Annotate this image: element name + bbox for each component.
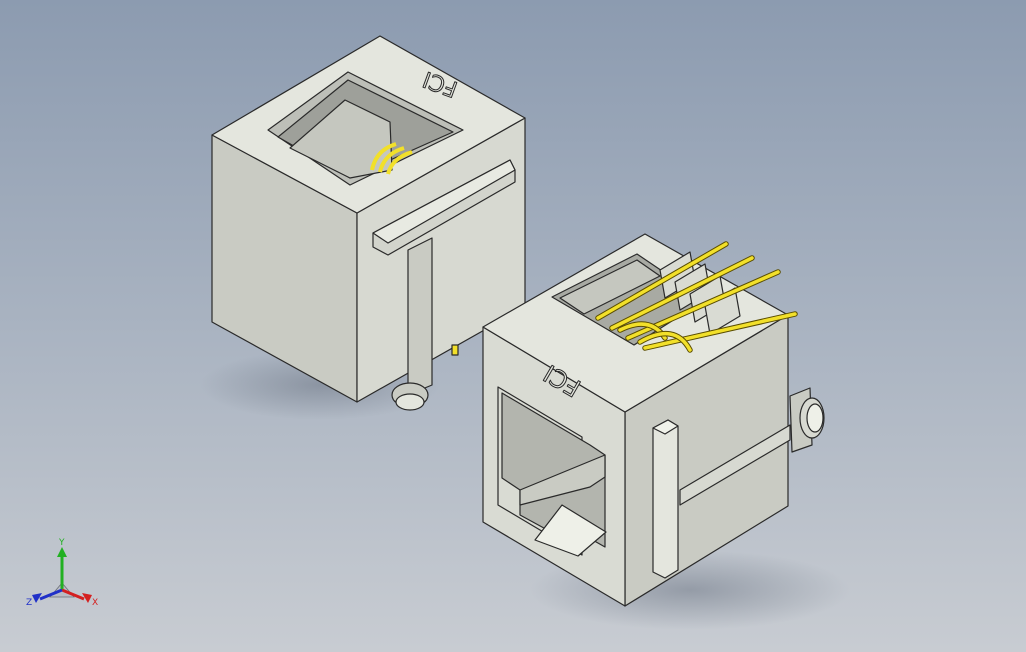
triad-y-arrow-icon — [57, 547, 67, 557]
triad-z-arrow-icon — [32, 593, 42, 603]
right-connector-side-rail — [679, 424, 791, 506]
right-rj-connector[interactable]: FCI — [482, 233, 825, 607]
triad-x-axis — [61, 588, 85, 601]
right-connector-latch — [652, 419, 679, 579]
right-connector-mount-post — [789, 387, 825, 453]
triad-z-axis — [39, 588, 63, 601]
triad-y-label: Y — [58, 538, 65, 548]
triad-x-arrow-icon — [82, 593, 92, 603]
left-rj-connector[interactable]: FCI — [211, 35, 526, 411]
coordinate-triad[interactable]: Y X Z — [22, 535, 112, 615]
triad-z-label: Z — [26, 598, 32, 608]
triad-x-label: X — [92, 598, 98, 608]
right-connector-pins — [595, 241, 798, 353]
left-connector-contacts — [370, 142, 413, 175]
right-connector-port-key — [534, 504, 607, 557]
